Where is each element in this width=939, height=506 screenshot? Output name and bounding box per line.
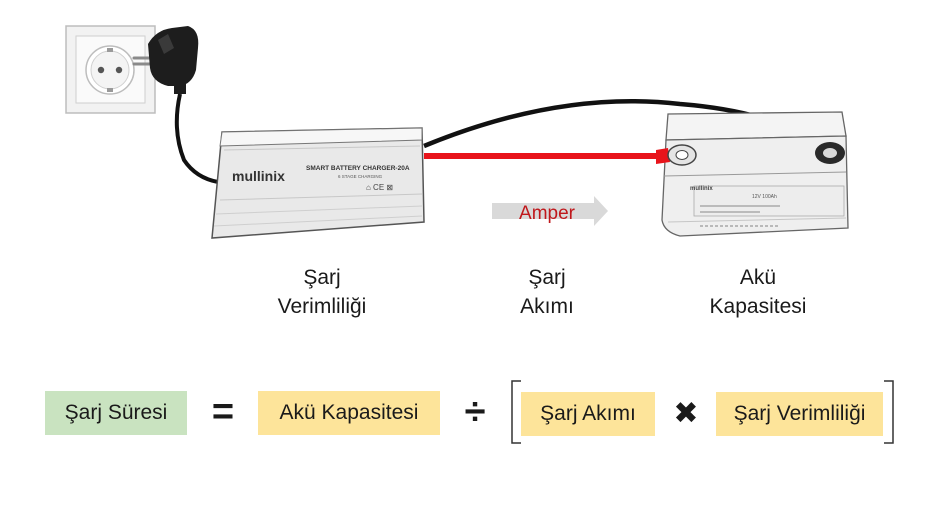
battery-device: mullinix 12V 100Ah (656, 111, 849, 237)
charge-current-box: Şarj Akımı (521, 392, 655, 436)
charger-model: SMART BATTERY CHARGER-20A (306, 165, 410, 172)
caption-charge-efficiency-line2: Verimliliği (277, 295, 367, 318)
charger-cert-icons: ⌂ CE ⊠ (366, 183, 393, 192)
charger-brand: mullinix (232, 168, 285, 184)
caption-charge-efficiency-line1: Şarj (303, 266, 341, 289)
equals-sign: = (211, 391, 235, 433)
caption-battery-capacity: Akü Kapasitesi (673, 263, 843, 321)
charger-subtitle: 6 STAGE CHARGING (338, 174, 383, 179)
power-plug-icon (132, 26, 199, 94)
amper-label: Amper (519, 203, 576, 224)
current-arrow-icon (492, 196, 608, 226)
caption-charge-current-line2: Akımı (520, 295, 574, 318)
battery-capacity-box: Akü Kapasitesi (258, 391, 440, 435)
caption-charge-current-line1: Şarj (528, 266, 566, 289)
battery-model: 12V 100Ah (752, 194, 777, 200)
charge-time-box: Şarj Süresi (45, 391, 187, 435)
wall-socket-icon (65, 25, 156, 114)
battery-brand: mullinix (690, 186, 713, 192)
caption-charge-efficiency: Şarj Verimliliği (237, 263, 407, 321)
caption-battery-capacity-line1: Akü (739, 266, 777, 289)
bracket-left (511, 380, 521, 444)
bracket-right (884, 380, 894, 444)
caption-charge-current: Şarj Akımı (462, 263, 632, 321)
charge-efficiency-box: Şarj Verimliliği (716, 392, 883, 436)
charger-device: mullinix SMART BATTERY CHARGER-20A 6 STA… (211, 127, 425, 239)
caption-battery-capacity-line2: Kapasitesi (709, 295, 807, 318)
multiply-sign: ✖ (673, 397, 699, 430)
power-cable (174, 93, 219, 184)
divide-sign: ÷ (464, 391, 486, 433)
